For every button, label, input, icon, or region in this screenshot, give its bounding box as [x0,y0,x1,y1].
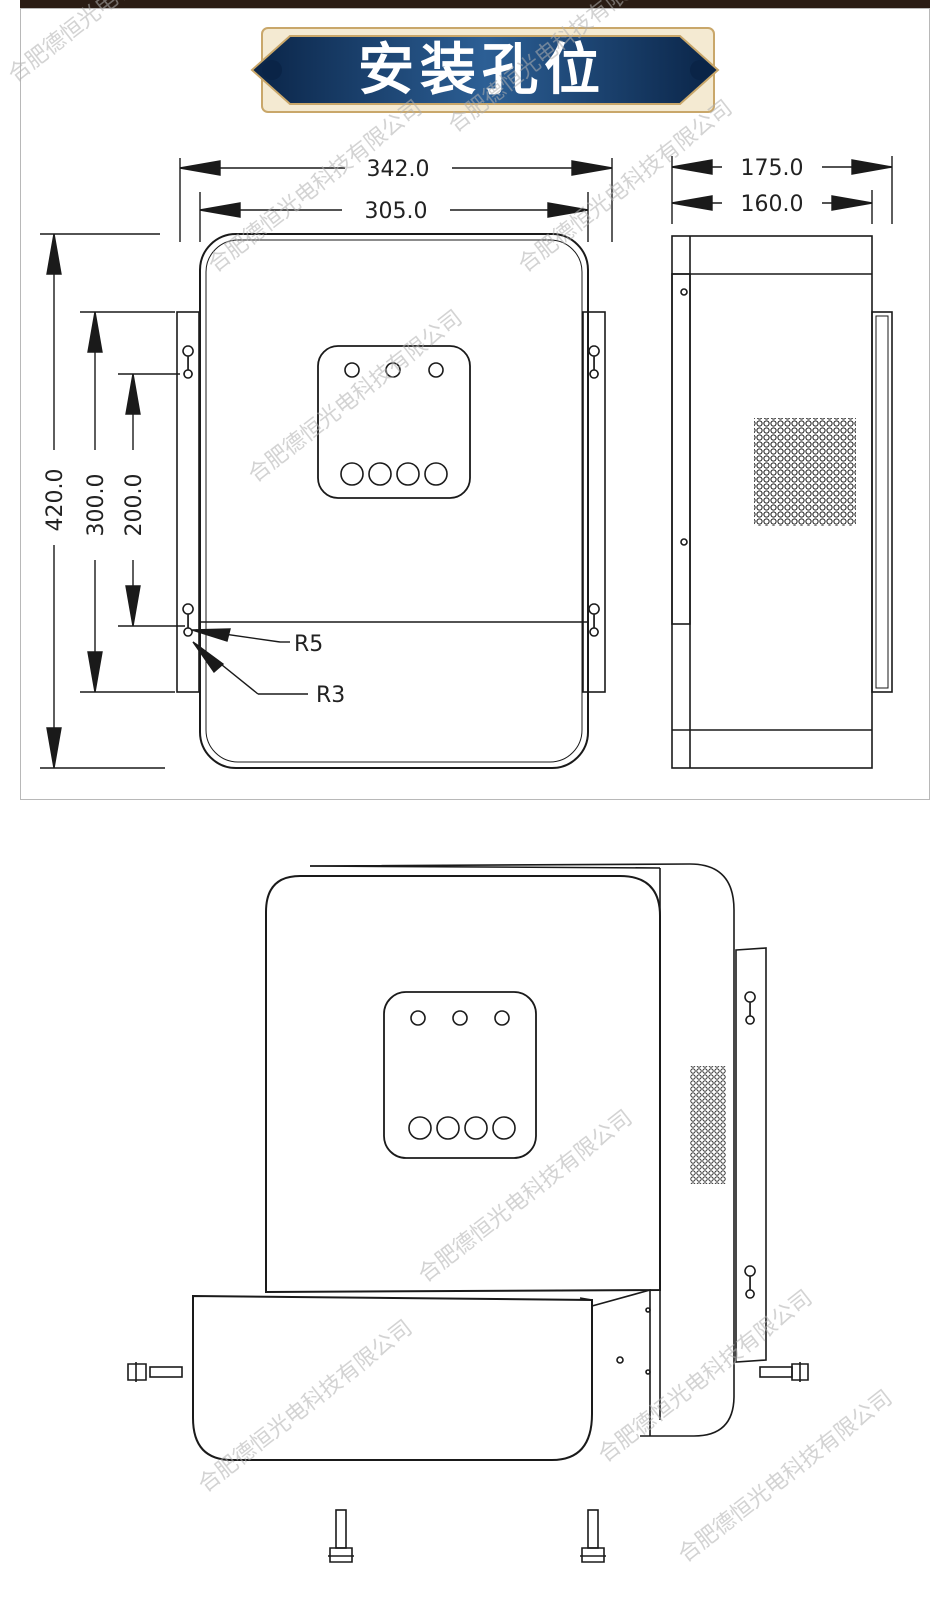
label-radius-r5: R5 [294,632,323,657]
screw-left [127,1362,183,1382]
dim-height-holes: 200.0 [122,474,147,537]
side-dimensions [671,156,893,224]
side-view [671,235,893,769]
dim-width-outer: 342.0 [367,157,430,182]
dim-height-mid: 300.0 [84,474,109,537]
front-view [176,233,606,769]
dim-depth-inner: 160.0 [741,192,804,217]
dim-width-inner: 305.0 [365,199,428,224]
top-bar [20,0,930,8]
dim-height-total: 420.0 [43,469,68,532]
isometric-view [127,863,809,1563]
title-banner-text: 安装孔位 [240,22,724,108]
screw-bottom-right [580,1509,606,1563]
dim-depth-outer: 175.0 [741,156,804,181]
drawing-frame [20,8,930,800]
front-dimensions [40,158,613,769]
label-radius-r3: R3 [316,683,345,708]
title-banner [250,27,720,113]
screw-right [759,1362,809,1382]
page-title: 安装孔位 [358,37,606,103]
screw-bottom-left [328,1509,354,1563]
